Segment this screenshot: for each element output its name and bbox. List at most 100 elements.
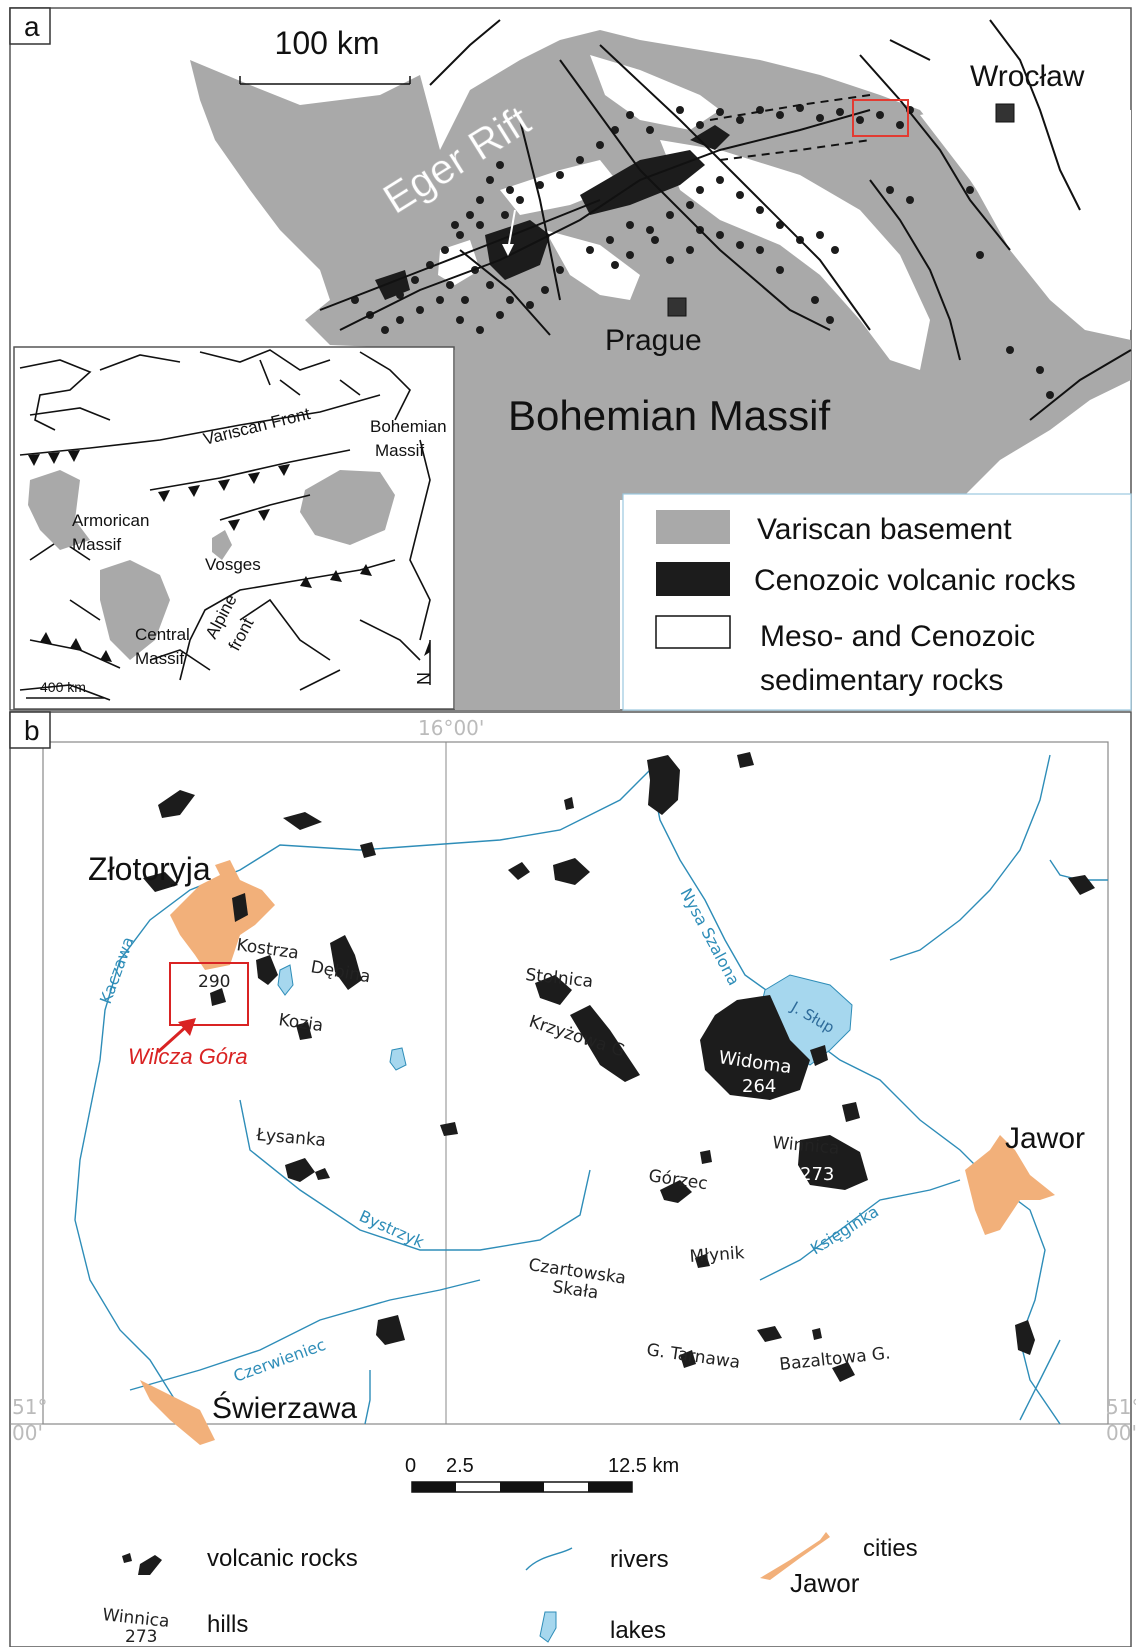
volcanic-dot <box>556 266 564 274</box>
variscan-thrust-2 <box>149 449 351 491</box>
volcanic-dots <box>351 104 1054 399</box>
legend-volcanic: Cenozoic volcanic rocks <box>754 564 1076 597</box>
volcanic-dot <box>486 281 494 289</box>
legend-rivers-label: rivers <box>610 1546 669 1573</box>
volcanic-body <box>296 1022 312 1040</box>
volcanic-dot <box>396 291 404 299</box>
variscan-front-line <box>19 394 381 456</box>
legend-swatch-sedimentary <box>655 615 731 649</box>
inset-central-2: Massif <box>135 649 184 668</box>
river-ksieginka <box>759 1179 961 1281</box>
volcanic-body <box>210 988 226 1006</box>
volcanic-body <box>757 1326 782 1342</box>
volcanic-body <box>440 1122 458 1136</box>
volcanic-dot <box>436 296 444 304</box>
town-swierzawa <box>140 1380 215 1445</box>
inset-central-1: Central <box>135 625 190 644</box>
wroclaw-marker <box>995 103 1015 123</box>
wilcza-gora-arrow <box>156 1023 190 1054</box>
hill-winnica-elevation: 273 <box>800 1164 834 1185</box>
volcanic-dot <box>626 251 634 259</box>
volcanic-body <box>330 935 362 990</box>
legend-sedimentary-2: sedimentary rocks <box>760 664 1003 697</box>
volcanic-body <box>256 955 278 985</box>
legend-volcanic-symbol <box>122 1553 132 1563</box>
legend-volcanic-label: volcanic rocks <box>207 1545 358 1572</box>
volcanic-body-widoma <box>700 995 810 1100</box>
sedimentary-window-3 <box>545 230 640 300</box>
volcanic-dot <box>1006 346 1014 354</box>
volcanic-body <box>842 1102 860 1122</box>
river-south <box>364 1370 371 1425</box>
latitude-left-2: 00' <box>12 1421 43 1445</box>
volcanic-dot <box>586 246 594 254</box>
rivers <box>74 754 1108 1425</box>
river-southeast <box>1019 1339 1061 1421</box>
inset-vosges: Vosges <box>205 555 261 574</box>
volcanic-dot <box>446 281 454 289</box>
legend-cities-label: cities <box>863 1535 918 1562</box>
alpine-front-line <box>179 559 396 681</box>
central-massif-shape <box>100 560 170 660</box>
volcanic-dot <box>596 141 604 149</box>
volcanic-dot <box>696 186 704 194</box>
volcanic-dot <box>526 301 534 309</box>
volcanic-dot <box>886 186 894 194</box>
inset-bohemian-1: Bohemian <box>370 417 447 436</box>
fault-lines <box>319 19 1132 421</box>
sedimentary-window-5 <box>500 160 620 215</box>
volcanic-dot <box>736 191 744 199</box>
variscan-thrust-3 <box>219 494 311 521</box>
volcanic-body <box>564 797 574 810</box>
longitude-label: 16°00' <box>418 716 484 740</box>
vosges-shape <box>212 530 232 560</box>
volcanic-dot <box>516 196 524 204</box>
panel-b-label: b <box>24 715 40 746</box>
volcanic-dot <box>1036 366 1044 374</box>
volcanic-dot <box>611 261 619 269</box>
volcanic-dot <box>676 106 684 114</box>
volcanic-dot <box>501 211 509 219</box>
wroclaw-label: Wrocław <box>970 60 1085 93</box>
river-east-2 <box>1049 859 1108 881</box>
volcanic-body <box>283 812 322 830</box>
volcanic-dot <box>976 251 984 259</box>
volcanic-dot <box>651 236 659 244</box>
variscan-basement-area <box>190 30 1131 710</box>
legend-hills-label: hills <box>207 1611 248 1638</box>
volcanic-dot <box>856 116 864 124</box>
scale-label: 100 km <box>275 25 380 61</box>
town-zlotoryja <box>170 860 275 970</box>
volcanic-dot <box>686 201 694 209</box>
volcanic-body <box>360 842 376 858</box>
volcanic-body <box>832 1362 855 1382</box>
river-kaczawa <box>74 759 661 1421</box>
inset-bohemian-2: Massif <box>375 441 424 460</box>
volcanic-dot <box>756 206 764 214</box>
volcanic-dot <box>736 116 744 124</box>
volcanic-body <box>570 1005 640 1082</box>
volcanic-body <box>660 1180 692 1203</box>
hill-mlynik: Młynik <box>689 1243 745 1267</box>
volcanic-body <box>695 1254 710 1268</box>
wilcza-gora-box <box>169 962 249 1026</box>
legend-city-symbol <box>760 1532 830 1580</box>
eger-rift-arrow <box>507 209 516 251</box>
panel-a-scale-bar: 100 km <box>239 25 411 85</box>
sedimentary-window-6 <box>920 100 1131 330</box>
legend-swatch-basement <box>656 510 730 544</box>
scale-segment <box>500 1482 544 1492</box>
volcanic-dot <box>441 246 449 254</box>
volcanic-dot <box>646 226 654 234</box>
volcanic-body <box>143 872 178 892</box>
volcanic-dot <box>451 221 459 229</box>
town-jawor <box>965 1135 1055 1235</box>
volcanic-body <box>232 893 248 922</box>
scale-segment <box>588 1482 632 1492</box>
volcanic-dot <box>666 256 674 264</box>
scale-segment <box>412 1482 456 1492</box>
volcanic-dot <box>626 111 634 119</box>
volcanic-dot <box>381 326 389 334</box>
volcanic-dot <box>666 211 674 219</box>
